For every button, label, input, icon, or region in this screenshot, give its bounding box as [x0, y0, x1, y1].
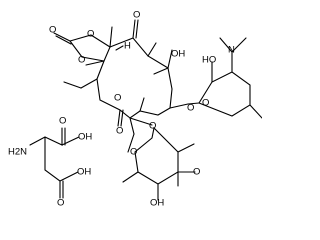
macrolactone-ring — [96, 37, 173, 119]
carbonate-o2: O — [49, 25, 56, 36]
structure-svg: O O O O H OH O O O O N HO O O O OH H2N O… — [8, 10, 262, 209]
cladinose-ring-o: O — [130, 147, 137, 158]
aspartate-acid-oh-2: OH — [77, 167, 91, 178]
desosamine-ring — [187, 37, 262, 119]
cladinose-methoxy-o: O — [193, 167, 200, 178]
desosamine-ring-o: O — [202, 98, 209, 109]
glycoside-o-cladinose: O — [149, 121, 156, 132]
desosamine-oh: HO — [202, 55, 216, 66]
macrocycle-substituents — [63, 19, 189, 153]
aspartate-acid-o-1: O — [59, 116, 66, 127]
ketone-o: O — [133, 10, 140, 21]
aspartic-acid — [29, 127, 80, 199]
cyclic-carbonate — [53, 32, 111, 62]
chemical-structure-diagram: O O O O H OH O O O O N HO O O O OH H2N O… — [8, 9, 262, 209]
carbonate-o3: O — [78, 55, 85, 66]
aspartate-acid-oh-1: OH — [78, 132, 92, 143]
tertiary-oh: OH — [171, 49, 185, 60]
atom-labels: O O O O H OH O O O O N HO O O O OH H2N O… — [8, 10, 235, 209]
carbonate-o1: O — [87, 29, 94, 40]
lactone-carbonyl-o: O — [116, 126, 123, 137]
cladinose-oh: OH — [150, 198, 164, 209]
aspartate-amine: H2N — [8, 147, 27, 158]
stereo-h: H — [124, 41, 131, 52]
cladinose-ring — [122, 126, 196, 201]
aspartate-acid-o-2: O — [57, 198, 64, 209]
glycoside-o-desosamine: O — [187, 103, 194, 114]
desosamine-n: N — [228, 45, 235, 56]
lactone-ring-o: O — [114, 93, 121, 104]
